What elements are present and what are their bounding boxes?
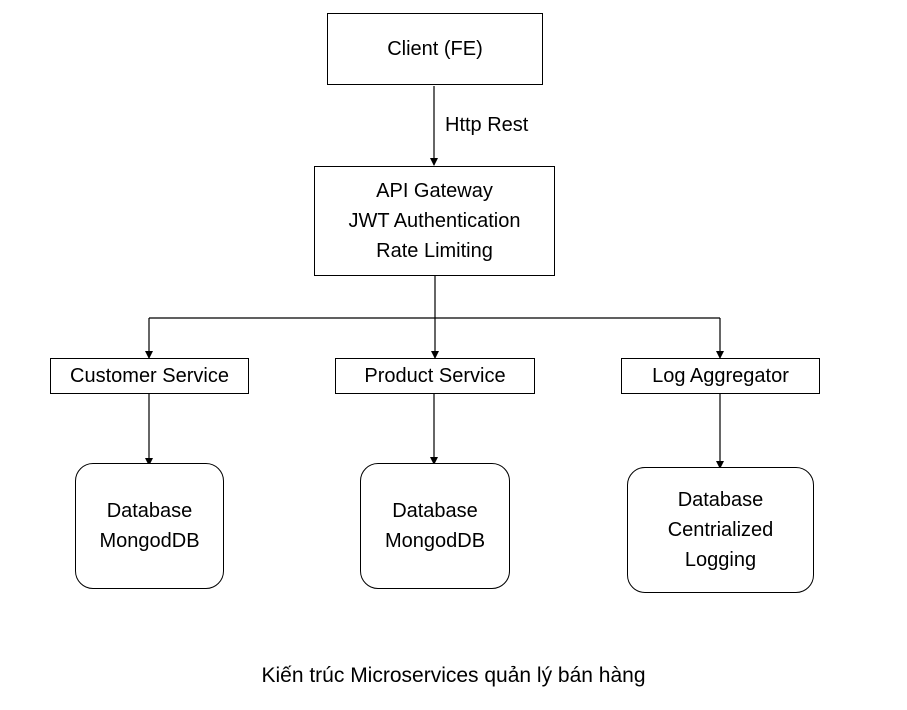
product-database-line-1: Database: [392, 500, 478, 522]
customer-database-line-2: MongodDB: [99, 530, 200, 552]
log-database-box: Database Centrialized Logging: [627, 467, 814, 593]
customer-service-label: Customer Service: [70, 365, 229, 387]
log-aggregator-label: Log Aggregator: [652, 365, 789, 387]
product-service-box: Product Service: [335, 358, 535, 394]
client-fe-box: Client (FE): [327, 13, 543, 85]
customer-database-box: Database MongodDB: [75, 463, 224, 589]
client-fe-label: Client (FE): [387, 38, 483, 60]
customer-service-box: Customer Service: [50, 358, 249, 394]
api-gateway-box: API Gateway JWT Authentication Rate Limi…: [314, 166, 555, 276]
api-gateway-line-3: Rate Limiting: [376, 240, 493, 262]
diagram-caption: Kiến trúc Microservices quản lý bán hàng: [261, 664, 646, 687]
product-database-line-2: MongodDB: [384, 530, 486, 552]
log-database-line-2: Centrialized: [667, 519, 774, 541]
product-service-label: Product Service: [364, 365, 506, 387]
log-database-line-3: Logging: [684, 549, 757, 571]
http-rest-label: Http Rest: [445, 114, 529, 136]
log-database-line-1: Database: [677, 489, 764, 511]
api-gateway-line-2: JWT Authentication: [348, 210, 521, 232]
customer-database-line-1: Database: [106, 500, 193, 522]
api-gateway-line-1: API Gateway: [376, 180, 493, 202]
log-aggregator-box: Log Aggregator: [621, 358, 820, 394]
product-database-box: Database MongodDB: [360, 463, 510, 589]
